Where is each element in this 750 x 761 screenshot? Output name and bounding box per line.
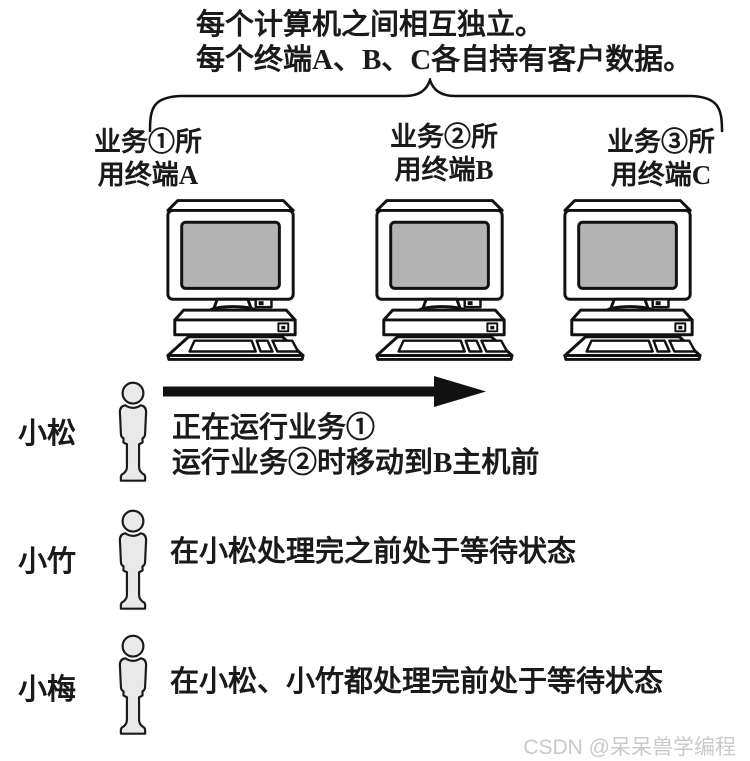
header-note-line2: 每个终端A、B、C各自持有客户数据。 <box>196 44 693 76</box>
computer-a-icon <box>166 199 305 361</box>
curly-brace-icon <box>148 78 724 133</box>
terminal-a-label: 业务①所 用终端A <box>88 126 208 192</box>
arrow-right-icon <box>163 376 486 407</box>
actor-1-description-line1: 正在运行业务① <box>172 412 376 444</box>
terminal-a-label-line2: 用终端A <box>97 160 199 190</box>
terminal-a-label-line1: 业务①所 <box>94 127 202 157</box>
terminal-c-label-line2: 用终端C <box>610 160 712 190</box>
actor-2-description: 在小松处理完之前处于等待状态 <box>170 536 577 568</box>
actor-1-name: 小松 <box>18 418 77 450</box>
terminal-c-label: 业务③所 用终端C <box>598 126 724 192</box>
actor-3-description: 在小松、小竹都处理完前处于等待状态 <box>170 666 664 698</box>
computer-c-icon <box>563 199 702 361</box>
terminal-b-label-line1: 业务②所 <box>390 122 498 152</box>
computer-b-icon <box>375 199 514 361</box>
actor-3-name: 小梅 <box>18 674 77 706</box>
actor-1-description: 正在运行业务① 运行业务②时移动到B主机前 <box>172 411 539 481</box>
person-3-icon <box>118 634 148 735</box>
actor-2-name: 小竹 <box>18 546 77 578</box>
header-note: 每个计算机之间相互独立。 每个终端A、B、C各自持有客户数据。 <box>196 8 692 78</box>
terminal-b-label-line2: 用终端B <box>394 155 494 185</box>
terminal-c-label-line1: 业务③所 <box>607 127 715 157</box>
actor-1-description-line2: 运行业务②时移动到B主机前 <box>172 447 540 479</box>
person-2-icon <box>118 509 148 610</box>
csdn-watermark: CSDN @呆呆兽学编程 <box>523 736 736 759</box>
terminal-b-label: 业务②所 用终端B <box>378 121 510 187</box>
header-note-line1: 每个计算机之间相互独立。 <box>196 9 545 41</box>
person-1-icon <box>118 381 148 482</box>
